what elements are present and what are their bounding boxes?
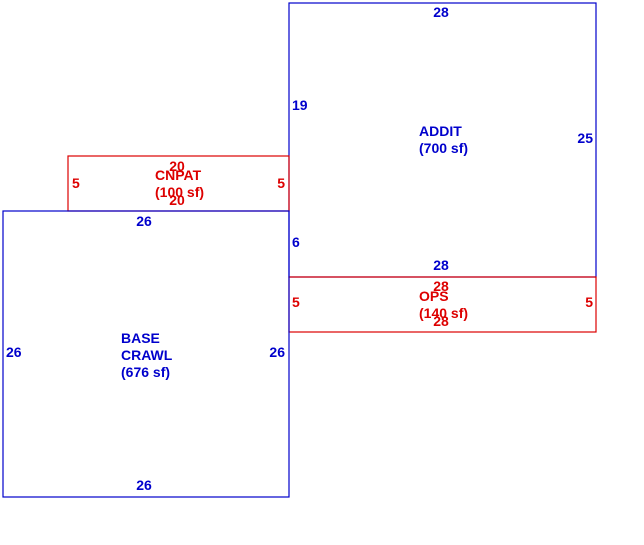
cnpat-area-value: (100 sf) [155,184,204,200]
cnpat-bottom-dimension: 20 [169,192,185,208]
addit-area: 28 19 25 ADDIT (700 sf) 28 [288,2,597,278]
addit-top-dimension: 28 [433,4,449,20]
cnpat-label: CNPAT [155,167,202,183]
base-crawl-bottom-dimension: 26 [136,477,152,493]
cnpat-right-dimension: 5 [277,175,285,191]
base-crawl-outline [2,210,290,498]
base-crawl-label-line2: CRAWL [121,347,173,363]
addit-label: ADDIT [419,123,462,139]
addit-area-value: (700 sf) [419,140,468,156]
addit-left-dimension: 19 [292,97,308,113]
cnpat-area: 20 5 5 CNPAT (100 sf) 20 [67,155,290,212]
ops-area: 28 5 5 OPS (140 sf) 28 [288,276,597,333]
ops-top-dimension: 28 [433,278,449,294]
ops-bottom-dimension: 28 [433,313,449,329]
addit-right-dimension: 25 [577,130,593,146]
ops-label: OPS [419,288,449,304]
ops-left-dimension: 5 [292,294,300,310]
cnpat-left-dimension: 5 [72,175,80,191]
base-crawl-right-upper-dimension: 6 [292,234,300,250]
base-crawl-left-dimension: 26 [6,344,22,360]
base-crawl-area-value: (676 sf) [121,364,170,380]
base-crawl-area: 26 6 26 26 BASE CRAWL (676 sf) 26 [2,210,300,498]
cnpat-top-dimension: 20 [169,158,185,174]
base-crawl-right-dimension: 26 [269,344,285,360]
base-crawl-top-dimension: 26 [136,213,152,229]
addit-bottom-dimension: 28 [433,257,449,273]
ops-right-dimension: 5 [585,294,593,310]
ops-area-value: (140 sf) [419,305,468,321]
base-crawl-label-line1: BASE [121,330,160,346]
